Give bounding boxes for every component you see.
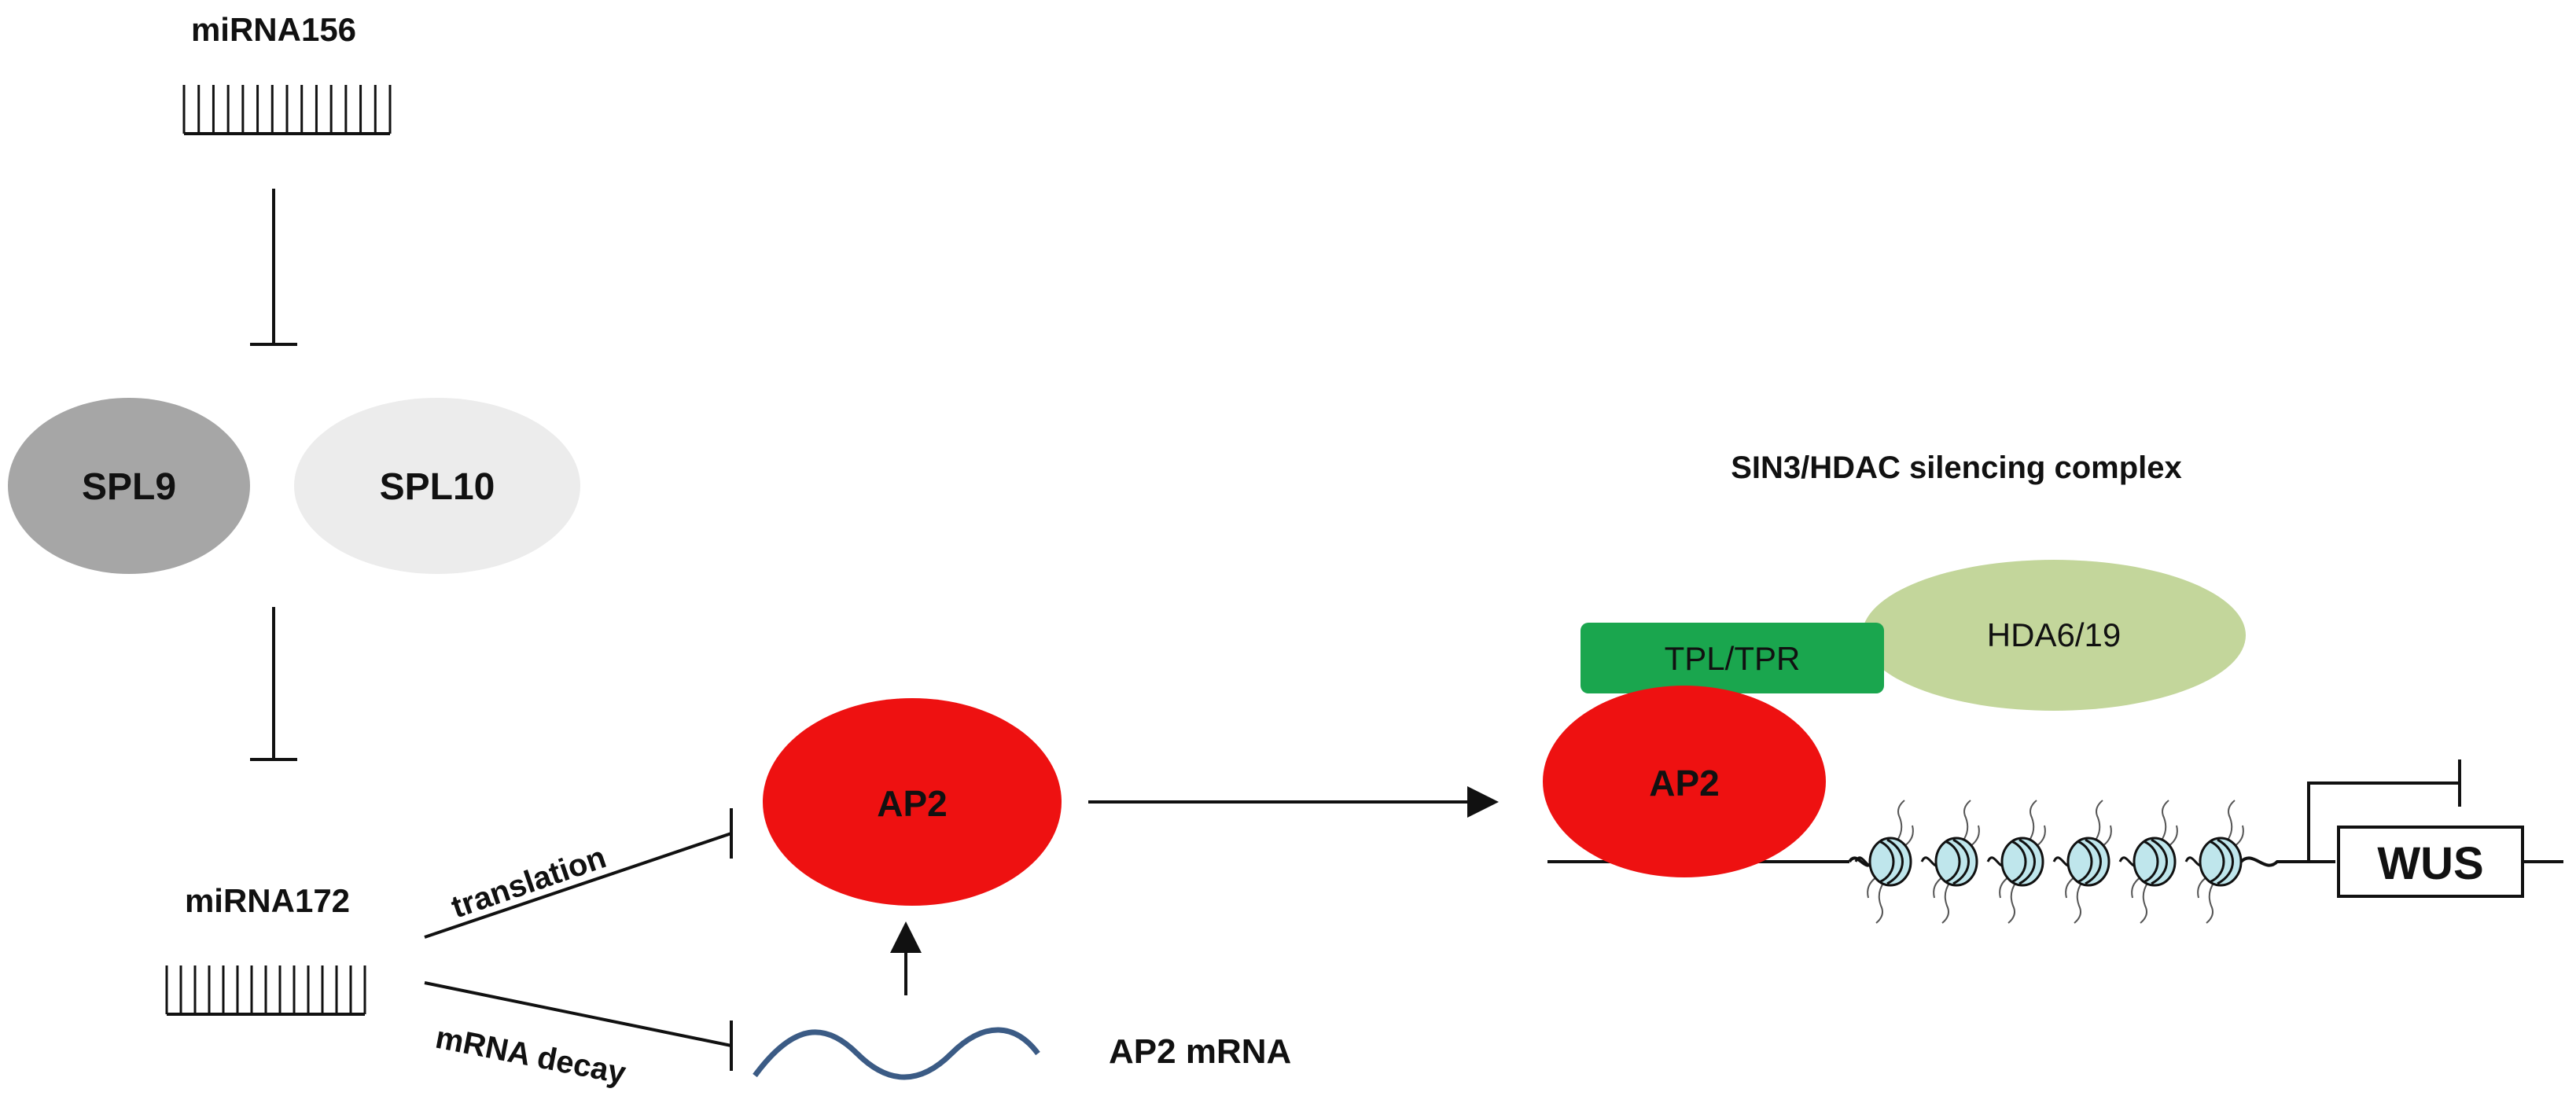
mrna-decay-label: mRNA decay	[432, 1021, 629, 1091]
nucleosome-icon	[1920, 800, 1980, 924]
nucleosome-icon	[2052, 800, 2112, 924]
ap2-mrna-wave-icon	[753, 1027, 1040, 1080]
promoter-arrow-icon	[2307, 759, 2461, 862]
tpl-tpr-label: TPL/TPR	[1665, 640, 1801, 677]
mirna156-label: miRNA156	[191, 11, 356, 48]
ap2-node-left: AP2	[763, 698, 1062, 906]
hda-node: HDA6/19	[1862, 560, 2246, 711]
ap2-left-label: AP2	[877, 783, 947, 824]
complex-title: SIN3/HDAC silencing complex	[1731, 451, 2181, 485]
spl10-label: SPL10	[380, 466, 495, 508]
spl9-label: SPL9	[82, 466, 176, 508]
tpl-tpr-node: TPL/TPR	[1581, 623, 1884, 693]
nucleosome-icon	[1854, 800, 1914, 924]
nucleosome-icon	[1986, 800, 2046, 924]
mirna172-comb-icon	[165, 965, 366, 1016]
inhibition-spl-to-mirna172	[250, 607, 297, 761]
ap2-mrna-label: AP2 mRNA	[1109, 1032, 1291, 1071]
inhibition-translation	[424, 808, 733, 939]
wus-gene-box: WUS	[2337, 826, 2524, 898]
hda-label: HDA6/19	[1987, 616, 2121, 653]
ap2-right-label: AP2	[1649, 763, 1719, 804]
inhibition-mirna156-to-spl	[250, 189, 297, 346]
mirna172-label: miRNA172	[185, 882, 350, 919]
mirna156-comb-icon	[182, 85, 392, 135]
wus-label: WUS	[2377, 838, 2483, 889]
nucleosome-icon	[2118, 800, 2178, 924]
nucleosome-icon	[2184, 800, 2244, 924]
ap2-node-right: AP2	[1543, 686, 1826, 877]
spl9-node: SPL9	[8, 398, 250, 574]
nucleosome-array	[1854, 800, 2299, 924]
dna-linker	[2239, 856, 2299, 867]
inhibition-mrna-decay	[424, 981, 733, 1071]
spl10-node: SPL10	[294, 398, 580, 574]
